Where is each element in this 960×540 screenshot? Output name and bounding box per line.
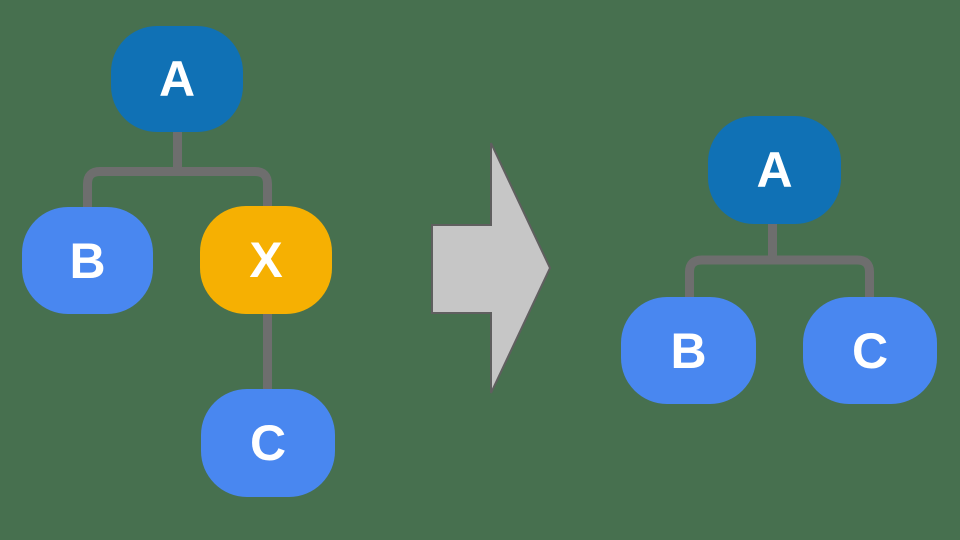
after-tree-node-a-label: A (756, 142, 793, 198)
before-tree-node-x-label: X (249, 232, 283, 288)
before-tree-node-x: X (200, 206, 332, 314)
before-tree-node-c: C (201, 389, 335, 497)
before-tree-node-c-label: C (249, 415, 287, 471)
before-tree-branch-connector (83, 167, 272, 212)
before-tree-node-b-label: B (69, 232, 106, 289)
after-tree-node-c: C (803, 297, 937, 404)
after-tree-node-c-label: C (851, 322, 889, 379)
transform-arrow-right-icon (431, 142, 552, 394)
before-tree-node-a: A (111, 26, 243, 132)
after-tree-branch-connector (685, 255, 874, 302)
after-tree-node-b-label: B (670, 322, 707, 379)
before-tree-node-b: B (22, 207, 153, 314)
after-tree-node-b: B (621, 297, 756, 404)
after-tree-node-a: A (708, 116, 841, 224)
before-tree-node-a-label: A (158, 51, 196, 107)
